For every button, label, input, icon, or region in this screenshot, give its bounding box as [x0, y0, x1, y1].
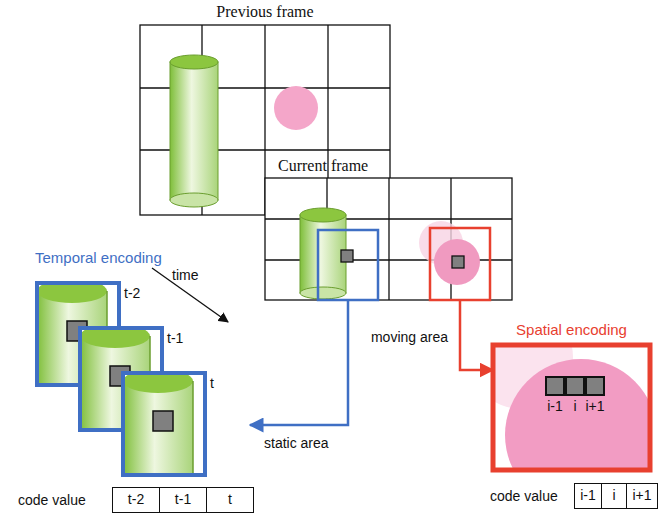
encoding-group: Temporal encoding	[35, 270, 250, 480]
connector-arrow	[460, 300, 493, 370]
spatial-box	[469, 305, 657, 511]
table-cell: i	[601, 483, 627, 509]
moving-area-box	[430, 228, 490, 300]
node-heading: Temporal encoding	[35, 249, 162, 267]
cylinder-current	[300, 208, 346, 299]
axis-label: time	[172, 266, 198, 284]
table-cell: t-2	[112, 487, 160, 513]
edge-label: static area	[262, 434, 331, 452]
connector-arrow	[250, 300, 348, 425]
frame-label: t	[210, 374, 214, 392]
circle-current	[434, 239, 480, 285]
current-frame-grid	[265, 178, 512, 300]
pixel-label: i-1	[547, 397, 563, 415]
frame-label: t-2	[124, 284, 140, 302]
pixel	[452, 256, 464, 268]
node-heading: Current frame	[278, 157, 368, 175]
circle-previous	[274, 86, 318, 130]
cylinder-previous	[170, 55, 218, 207]
pixel-label: i	[573, 397, 576, 415]
encoding-box: Spatial encoding	[493, 345, 650, 470]
frame-grid: Current frame	[265, 178, 512, 300]
frame-stack	[37, 279, 205, 481]
edge-label: moving area	[369, 328, 450, 346]
pixel-label: i+1	[585, 397, 604, 415]
table-label: code value	[490, 487, 558, 505]
frame-grid: Previous frame	[140, 25, 390, 215]
static-area-box	[318, 230, 378, 300]
frame-label: t-1	[167, 329, 183, 347]
table-cell: i-1	[574, 483, 602, 509]
node-heading: Previous frame	[216, 3, 313, 21]
node-heading: Spatial encoding	[516, 321, 627, 339]
table-cell: t	[206, 487, 254, 513]
pixel	[341, 250, 353, 262]
table-cell: t-1	[159, 487, 207, 513]
table-cell: i+1	[626, 483, 658, 509]
table-label: code value	[18, 491, 86, 509]
